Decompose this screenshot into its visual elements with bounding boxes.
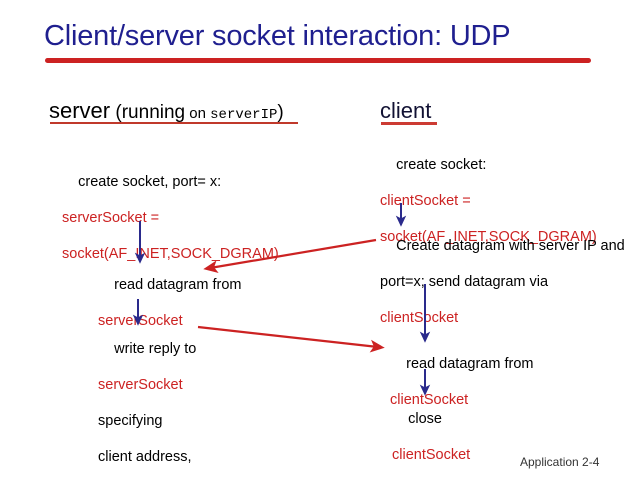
server-heading-paren-open: ( bbox=[110, 102, 122, 123]
client-create-line3: socket(AF_INET,SOCK_DGRAM) bbox=[380, 229, 597, 245]
server-heading-underline bbox=[50, 122, 298, 124]
page-title: Client/server socket interaction: UDP bbox=[44, 20, 511, 52]
client-read-line2: clientSocket bbox=[390, 392, 469, 408]
server-heading-word: server bbox=[49, 98, 111, 123]
client-close-line1: close bbox=[408, 411, 442, 427]
server-create-line2: serverSocket = bbox=[62, 210, 160, 226]
server-create-line1: create socket, port= x: bbox=[78, 174, 222, 190]
client-step-create-socket: create socket: clientSocket = socket(AF_… bbox=[380, 138, 597, 264]
server-write-line1: write reply to bbox=[114, 341, 197, 357]
server-write-line3: specifying bbox=[98, 413, 163, 429]
server-heading-running: running bbox=[121, 102, 186, 123]
server-heading-paren-close: ) bbox=[277, 102, 284, 123]
server-step-write-reply: write reply to serverSocket specifying c… bbox=[98, 322, 196, 478]
server-heading-ip-var: serverIP bbox=[210, 107, 278, 123]
client-datagram-line1: Create datagram with server IP and bbox=[396, 238, 625, 254]
server-read-line1: read datagram from bbox=[114, 277, 242, 293]
server-column-heading: server (running on serverIP) bbox=[49, 98, 284, 124]
server-write-line2: serverSocket bbox=[98, 377, 183, 393]
client-heading-underline bbox=[381, 122, 437, 125]
client-step-read-datagram: read datagram from clientSocket bbox=[390, 337, 533, 427]
client-step-create-datagram: Create datagram with server IP and port=… bbox=[380, 219, 625, 345]
title-underline-rule bbox=[45, 58, 591, 63]
client-column-heading: client bbox=[380, 98, 432, 123]
client-create-line2: clientSocket = bbox=[380, 193, 471, 209]
client-datagram-line2: port=x; send datagram via bbox=[380, 274, 549, 290]
server-write-line4: client address, bbox=[98, 449, 192, 465]
slide-footer: Application 2-4 bbox=[520, 455, 600, 469]
client-read-line1: read datagram from bbox=[406, 356, 534, 372]
client-step-close-socket: close clientSocket bbox=[392, 392, 470, 478]
server-step-read-datagram: read datagram from serverSocket bbox=[98, 258, 241, 348]
server-heading-on: on bbox=[185, 105, 211, 122]
client-close-line2: clientSocket bbox=[392, 447, 471, 463]
client-datagram-line3: clientSocket bbox=[380, 310, 459, 326]
client-create-line1: create socket: bbox=[396, 157, 487, 173]
